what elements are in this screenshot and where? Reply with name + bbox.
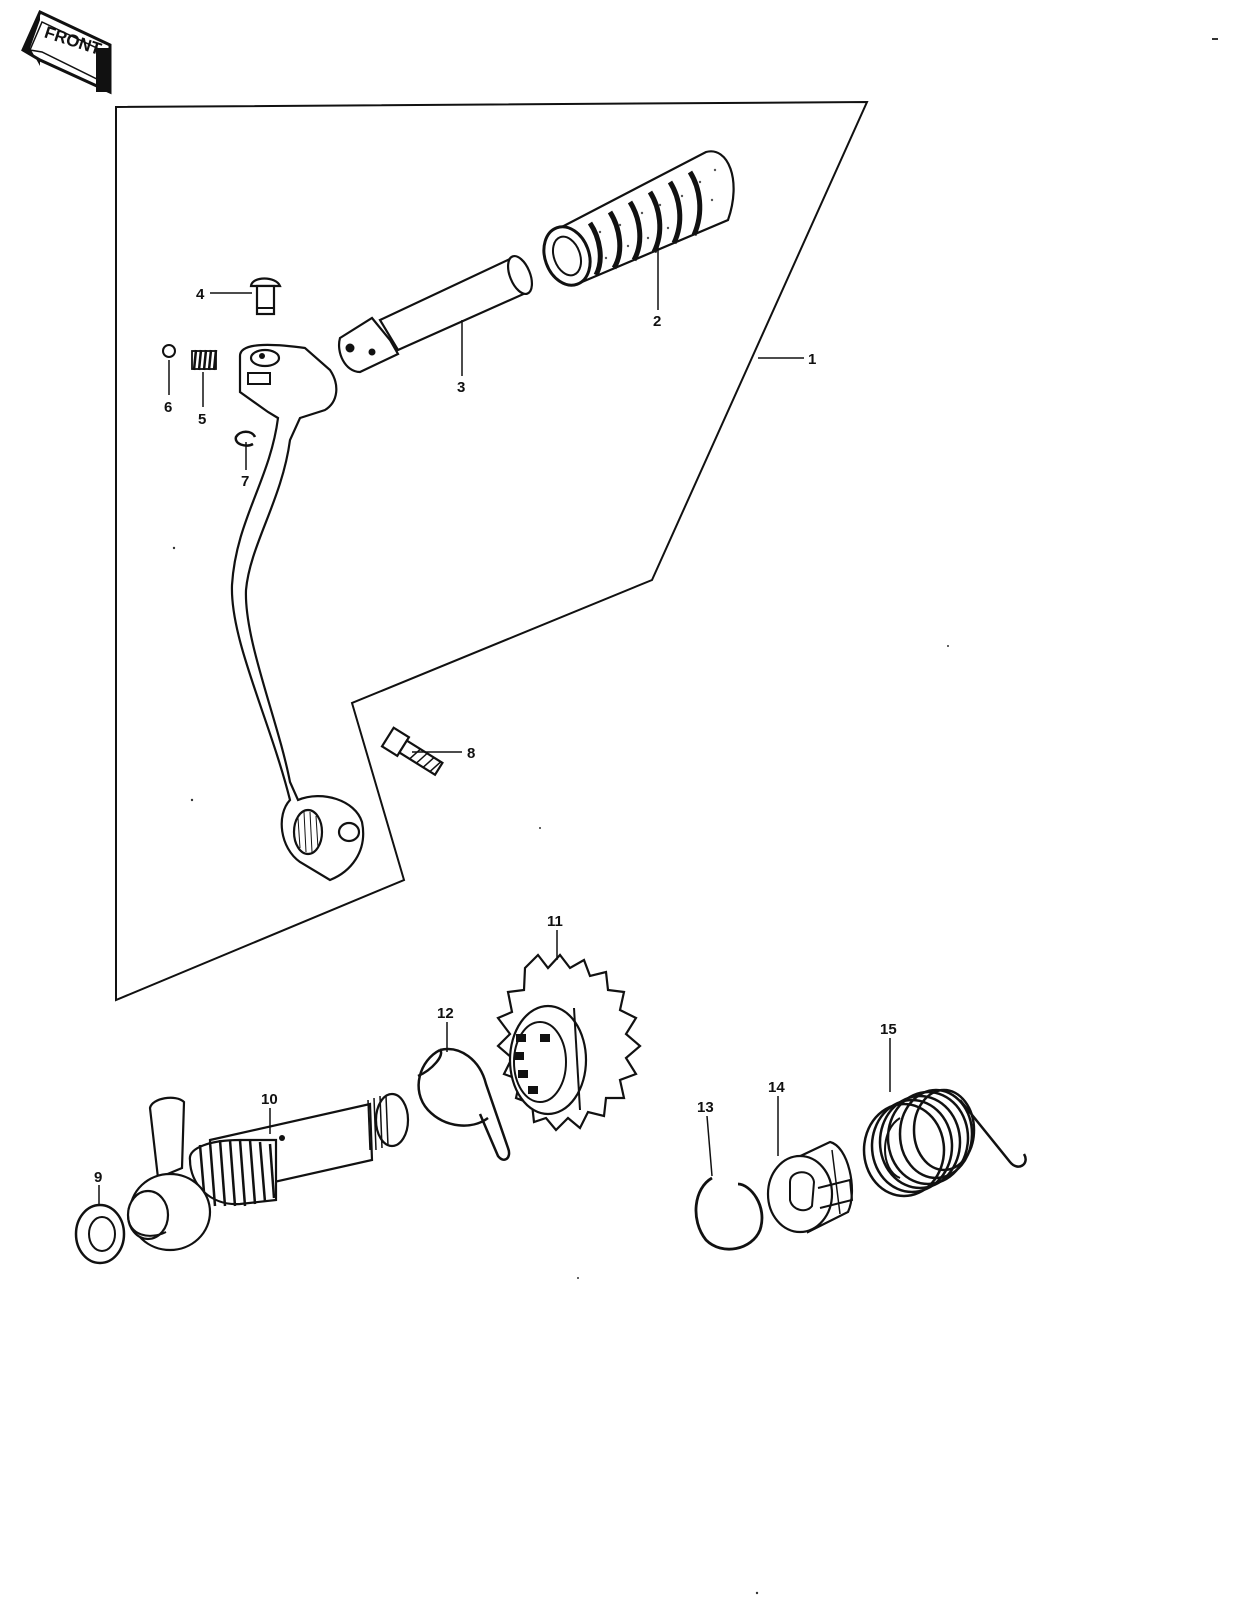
bolt-icon [380, 726, 444, 777]
callout-3: 3 [457, 379, 465, 396]
spring-icon [191, 349, 218, 371]
assembly-boundary [115, 100, 869, 1002]
steel-ball-icon [162, 344, 176, 358]
kick-gear-icon [496, 953, 642, 1132]
callout-4: 4 [196, 286, 205, 303]
pin-icon [249, 277, 282, 316]
callout-13: 13 [697, 1099, 714, 1116]
callout-7: 7 [241, 473, 249, 490]
washer-icon [74, 1203, 126, 1265]
kick-pedal-shaft-icon [337, 254, 534, 374]
callout-5: 5 [198, 411, 206, 428]
circlip-large-icon [694, 1176, 764, 1251]
callout-10: 10 [261, 1091, 278, 1108]
callout-numbers: 1 2 3 4 5 6 7 8 9 10 11 12 13 14 15 [94, 286, 897, 1186]
spring-guide-icon [766, 1140, 854, 1234]
callout-2: 2 [653, 313, 661, 330]
callout-6: 6 [164, 399, 172, 416]
kick-pedal-rubber-icon [542, 150, 735, 287]
kick-return-spring-icon [862, 1088, 1027, 1198]
leader-lines [98, 236, 891, 1205]
front-arrow-badge: FRONT [21, 9, 112, 95]
kick-pedal-arm-icon [230, 343, 365, 882]
kick-shaft-icon [126, 1092, 410, 1252]
callout-11: 11 [547, 913, 563, 930]
callout-14: 14 [768, 1079, 785, 1096]
callout-15: 15 [880, 1021, 897, 1038]
callout-12: 12 [437, 1005, 454, 1022]
scan-specks [172, 38, 1218, 1595]
callout-1: 1 [808, 351, 816, 368]
callout-8: 8 [467, 745, 475, 762]
kick-ratchet-spring-icon [417, 1047, 511, 1161]
callout-9: 9 [94, 1169, 102, 1186]
